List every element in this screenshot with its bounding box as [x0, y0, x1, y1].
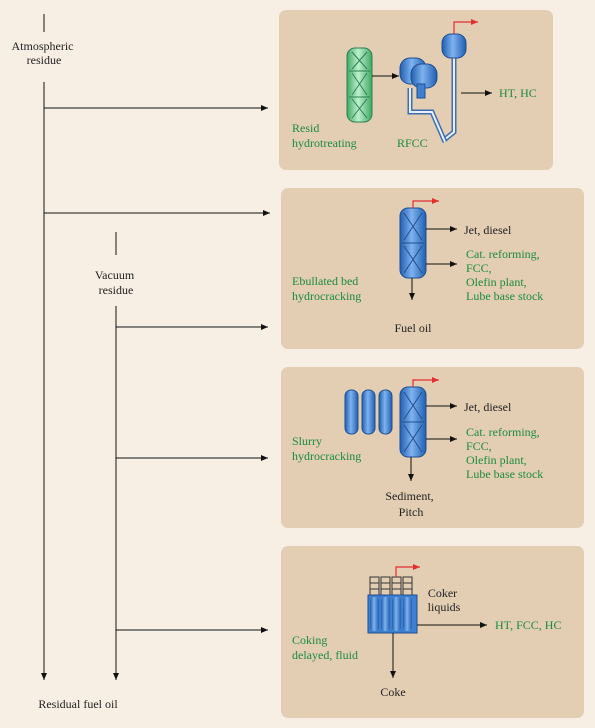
- ebullated-process-label: Ebullated bed hydrocracking: [292, 274, 361, 303]
- slurry-product-2: Cat. reforming, FCC, Olefin plant, Lube …: [466, 425, 543, 481]
- ebullated-product-2: Cat. reforming, FCC, Olefin plant, Lube …: [466, 247, 543, 303]
- slurry-product-1: Jet, diesel: [464, 400, 512, 414]
- coker-liquids-label: Coker liquids: [428, 586, 461, 614]
- slurry-feed-drums: [344, 389, 393, 435]
- coke-label: Coke: [380, 685, 405, 699]
- slurry-reactor-vessel: [399, 386, 427, 458]
- residual-fuel-oil-label: Residual fuel oil: [38, 697, 118, 711]
- rfcc-unit: [399, 33, 467, 143]
- vacuum-residue-label: Vacuum residue: [95, 268, 137, 297]
- ebullated-reactor-vessel: [399, 207, 427, 279]
- slurry-vent-arrow: [412, 377, 439, 387]
- ebullated-bottoms-label: Fuel oil: [394, 321, 432, 335]
- rfcc-product-label: HT, HC: [499, 86, 537, 100]
- ebullated-product-1: Jet, diesel: [464, 223, 512, 237]
- feed-lines: [41, 14, 270, 680]
- coking-vent-arrow: [395, 564, 420, 577]
- panel-rfcc: [279, 10, 553, 170]
- atmospheric-residue-label: Atmospheric residue: [12, 39, 77, 67]
- slurry-bottoms-label: Sediment, Pitch: [385, 489, 436, 519]
- slurry-process-label: Slurry hydrocracking: [292, 434, 361, 463]
- coke-drums: [367, 594, 418, 634]
- ebullated-vent-arrow: [412, 198, 439, 208]
- rfcc-vent-arrow: [453, 19, 478, 34]
- panel-slurry: [281, 367, 584, 528]
- panel-coking: [281, 546, 584, 718]
- coking-process-label: Coking delayed, fluid: [292, 633, 358, 662]
- coking-product-label: HT, FCC, HC: [495, 618, 561, 632]
- rfcc-label: RFCC: [397, 136, 428, 150]
- resid-hydrotreating-label: Resid hydrotreating: [292, 121, 357, 150]
- panel-ebullated: [281, 188, 584, 349]
- hydrotreater-vessel: [346, 47, 373, 123]
